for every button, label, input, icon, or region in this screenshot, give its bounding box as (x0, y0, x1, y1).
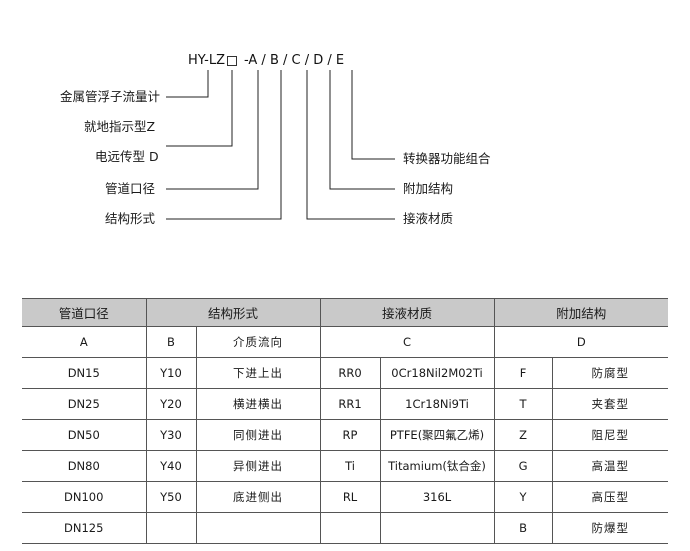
cell-d: G (494, 450, 553, 482)
code-a: A (22, 326, 147, 358)
connector-lines (166, 70, 395, 220)
cell-d: F (494, 357, 553, 389)
line-wetted (306, 70, 395, 220)
code-c: C (320, 326, 495, 358)
cell-c-desc: 1Cr18Ni9Ti (380, 388, 495, 420)
cell-c-desc: 316L (380, 481, 495, 513)
table-row: DN125 B 防爆型 (22, 512, 669, 544)
label-structure: 结构形式 (105, 211, 156, 226)
cell-c: Ti (320, 450, 381, 482)
code-b: B (146, 326, 197, 358)
cell-c: RR0 (320, 357, 381, 389)
header-structure: 结构形式 (146, 298, 321, 327)
cell-c: RL (320, 481, 381, 513)
cell-b-desc: 横进横出 (196, 388, 321, 420)
label-remote: 电远传型 D (95, 149, 159, 164)
cell-c: RR1 (320, 388, 381, 420)
cell-c: RP (320, 419, 381, 451)
cell-c-desc: 0Cr18Nil2M02Ti (380, 357, 495, 389)
line-additional (329, 70, 395, 190)
cell-d-desc: 高压型 (552, 481, 669, 513)
label-converter: 转换器功能组合 (403, 151, 491, 166)
cell-d: Y (494, 481, 553, 513)
cell-d-desc: 防腐型 (552, 357, 669, 389)
cell-a: DN15 (22, 357, 147, 389)
cell-d: Z (494, 419, 553, 451)
code-row: A B 介质流向 C D (22, 326, 669, 358)
cell-a: DN50 (22, 419, 147, 451)
cell-b-desc (196, 512, 321, 544)
cell-b: Y30 (146, 419, 197, 451)
code-b-desc: 介质流向 (196, 326, 321, 358)
cell-d-desc: 高温型 (552, 450, 669, 482)
label-wetted: 接液材质 (403, 211, 454, 226)
cell-c (320, 512, 381, 544)
cell-d-desc: 阻尼型 (552, 419, 669, 451)
label-metal-tube: 金属管浮子流量计 (60, 89, 161, 104)
cell-c-desc: PTFE(聚四氟乙烯) (380, 419, 495, 451)
spec-table: 管道口径 结构形式 接液材质 附加结构 A B 介质流向 C D DN15 Y1… (22, 298, 669, 544)
line-structure (166, 70, 282, 220)
cell-a: DN100 (22, 481, 147, 513)
cell-b: Y40 (146, 450, 197, 482)
cell-b (146, 512, 197, 544)
cell-b-desc: 底进侧出 (196, 481, 321, 513)
cell-c-desc (380, 512, 495, 544)
cell-d: B (494, 512, 553, 544)
label-local-indicator: 就地指示型Z (84, 119, 156, 134)
cell-a: DN125 (22, 512, 147, 544)
cell-d-desc: 防爆型 (552, 512, 669, 544)
cell-b: Y10 (146, 357, 197, 389)
model-suffix: -A / B / C / D / E (244, 53, 345, 68)
cell-b: Y50 (146, 481, 197, 513)
cell-a: DN25 (22, 388, 147, 420)
cell-b: Y20 (146, 388, 197, 420)
table-row: DN50 Y30 同侧进出 RP PTFE(聚四氟乙烯) Z 阻尼型 (22, 419, 669, 451)
code-d: D (494, 326, 669, 358)
cell-b-desc: 异侧进出 (196, 450, 321, 482)
cell-a: DN80 (22, 450, 147, 482)
cell-c-desc: Titamium(钛合金) (380, 450, 495, 482)
table-row: DN100 Y50 底进侧出 RL 316L Y 高压型 (22, 481, 669, 513)
header-additional: 附加结构 (494, 298, 669, 327)
model-code-diagram: HY-LZ -A / B / C / D / E 金属管浮子流量计 就地指示型Z… (0, 0, 690, 270)
table-row: DN80 Y40 异侧进出 Ti Titamium(钛合金) G 高温型 (22, 450, 669, 482)
line-pipe-size (166, 70, 259, 190)
table-row: DN15 Y10 下进上出 RR0 0Cr18Nil2M02Ti F 防腐型 (22, 357, 669, 389)
cell-d: T (494, 388, 553, 420)
line-type (166, 70, 233, 147)
type-placeholder-box-icon (227, 56, 237, 66)
table-row: DN25 Y20 横进横出 RR1 1Cr18Ni9Ti T 夹套型 (22, 388, 669, 420)
label-pipe-size: 管道口径 (105, 181, 156, 196)
table-header-row: 管道口径 结构形式 接液材质 附加结构 (22, 298, 669, 327)
cell-b-desc: 下进上出 (196, 357, 321, 389)
model-prefix: HY-LZ (188, 53, 226, 68)
line-converter (351, 70, 395, 160)
label-additional: 附加结构 (403, 181, 454, 196)
line-metal-tube (166, 70, 209, 98)
cell-b-desc: 同侧进出 (196, 419, 321, 451)
header-pipe-size: 管道口径 (22, 298, 147, 327)
cell-d-desc: 夹套型 (552, 388, 669, 420)
header-wetted: 接液材质 (320, 298, 495, 327)
